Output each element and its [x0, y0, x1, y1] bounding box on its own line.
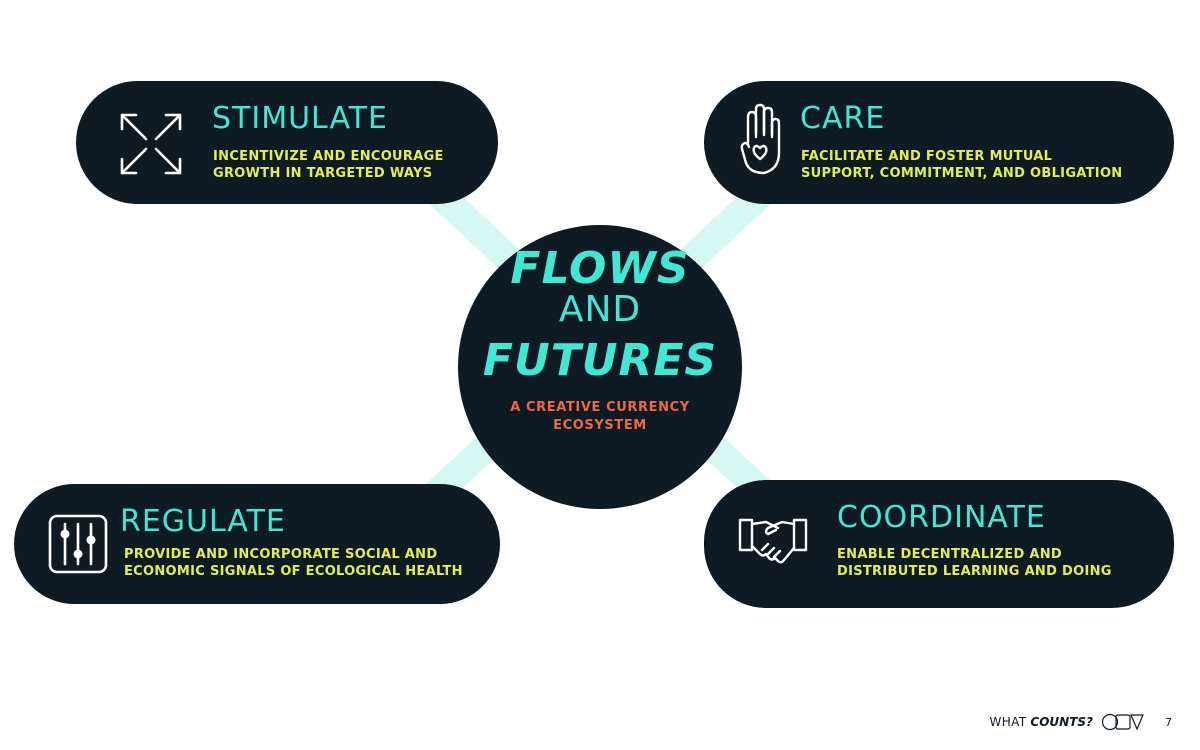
center-subtitle: A CREATIVE CURRENCY ECOSYSTEM [458, 399, 742, 435]
center-title-flows: FLOWS [510, 243, 690, 294]
footer-what: WHAT [989, 715, 1027, 729]
footer-logo-icon [1101, 713, 1144, 731]
care-description-line: SUPPORT, COMMITMENT, AND OBLIGATION [801, 166, 1123, 181]
care-description-line: FACILITATE AND FOSTER MUTUAL [801, 149, 1053, 164]
coordinate-description-line: ENABLE DECENTRALIZED AND [837, 547, 1063, 562]
center-subtitle-line: ECOSYSTEM [553, 418, 647, 433]
node-care: CARE FACILITATE AND FOSTER MUTUAL SUPPOR… [704, 81, 1174, 204]
footer-counts: COUNTS? [1030, 715, 1093, 729]
coordinate-title: COORDINATE [837, 500, 1046, 535]
sliders-icon [48, 514, 108, 574]
node-stimulate: STIMULATE INCENTIVIZE AND ENCOURAGE GROW… [76, 81, 498, 204]
stimulate-description-line: GROWTH IN TARGETED WAYS [213, 166, 433, 181]
stimulate-description: INCENTIVIZE AND ENCOURAGE GROWTH IN TARG… [213, 148, 444, 182]
center-subtitle-line: A CREATIVE CURRENCY [510, 400, 690, 415]
stimulate-description-line: INCENTIVIZE AND ENCOURAGE [213, 149, 444, 164]
care-description: FACILITATE AND FOSTER MUTUAL SUPPORT, CO… [801, 148, 1122, 182]
coordinate-description-line: DISTRIBUTED LEARNING AND DOING [837, 564, 1112, 579]
center-circle: FLOWS AND FUTURES A CREATIVE CURRENCY EC… [458, 225, 742, 509]
regulate-title: REGULATE [120, 504, 286, 539]
expand-arrows-icon [120, 113, 182, 175]
center-title-futures: FUTURES [482, 335, 718, 386]
hand-heart-icon [740, 103, 781, 175]
node-regulate: REGULATE PROVIDE AND INCORPORATE SOCIAL … [14, 484, 500, 604]
footer: WHAT COUNTS? 7 [989, 712, 1172, 732]
node-coordinate: COORDINATE ENABLE DECENTRALIZED AND DIST… [704, 480, 1174, 608]
handshake-icon [738, 518, 808, 564]
stimulate-title: STIMULATE [212, 101, 388, 136]
center-title-and: AND [558, 289, 642, 330]
care-title: CARE [800, 101, 886, 136]
coordinate-description: ENABLE DECENTRALIZED AND DISTRIBUTED LEA… [837, 546, 1112, 580]
regulate-description-line: ECONOMIC SIGNALS OF ECOLOGICAL HEALTH [124, 564, 463, 579]
regulate-description: PROVIDE AND INCORPORATE SOCIAL AND ECONO… [124, 546, 463, 580]
footer-brand: WHAT COUNTS? [989, 715, 1093, 729]
regulate-description-line: PROVIDE AND INCORPORATE SOCIAL AND [124, 547, 438, 562]
page-number: 7 [1165, 715, 1172, 729]
